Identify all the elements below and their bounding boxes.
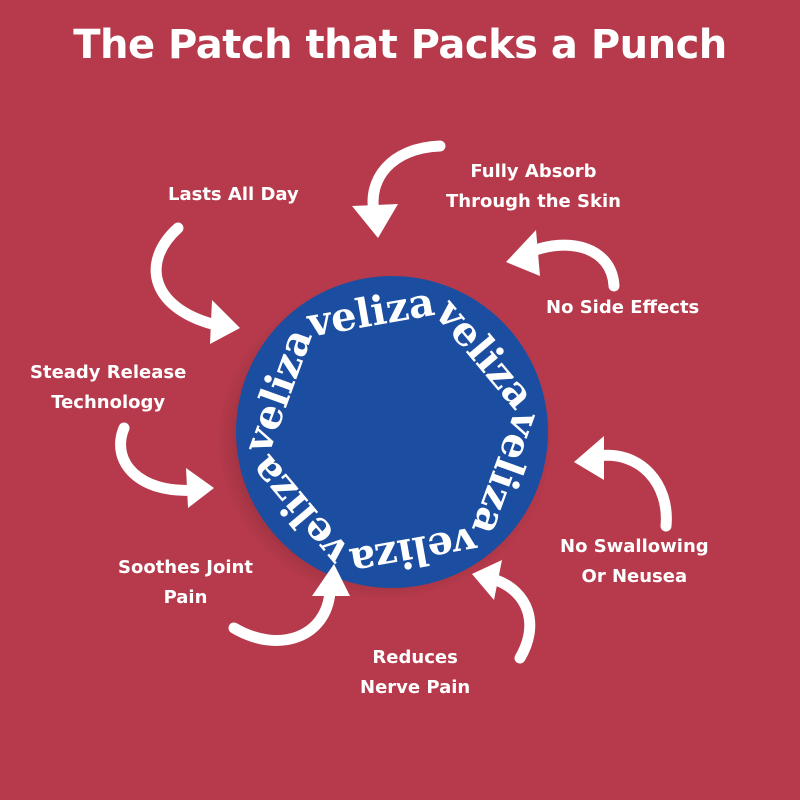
feature-line: Steady Release: [30, 362, 187, 383]
patch-circle: [236, 276, 548, 588]
feature-line: Reduces: [372, 647, 458, 668]
arrow-no-swallowing: [574, 436, 672, 532]
feature-line: No Swallowing: [560, 536, 709, 557]
feature-line: Technology: [51, 392, 166, 413]
feature-line: Soothes Joint: [118, 557, 253, 578]
page-title: The Patch that Packs a Punch: [73, 22, 727, 68]
arrow-steady-release: [115, 422, 214, 508]
arrow-soothes-joint: [228, 564, 350, 646]
feature-line: Through the Skin: [446, 191, 621, 212]
feature-line: Or Neusea: [581, 566, 688, 587]
arrow-fully-absorb: [352, 140, 446, 238]
feature-no-swallowing: No Swallowing Or Neusea: [560, 532, 709, 592]
feature-line: Lasts All Day: [168, 184, 299, 205]
feature-lasts-all-day: Lasts All Day: [168, 180, 299, 210]
arrow-no-side-effects: [506, 230, 620, 292]
feature-line: Pain: [163, 587, 208, 608]
feature-line: No Side Effects: [546, 297, 700, 318]
arrow-reduces-nerve: [472, 560, 536, 664]
feature-line: Nerve Pain: [360, 677, 471, 698]
feature-line: Fully Absorb: [470, 161, 597, 182]
arrow-lasts-all-day: [150, 222, 240, 344]
feature-no-side-effects: No Side Effects: [546, 293, 699, 323]
